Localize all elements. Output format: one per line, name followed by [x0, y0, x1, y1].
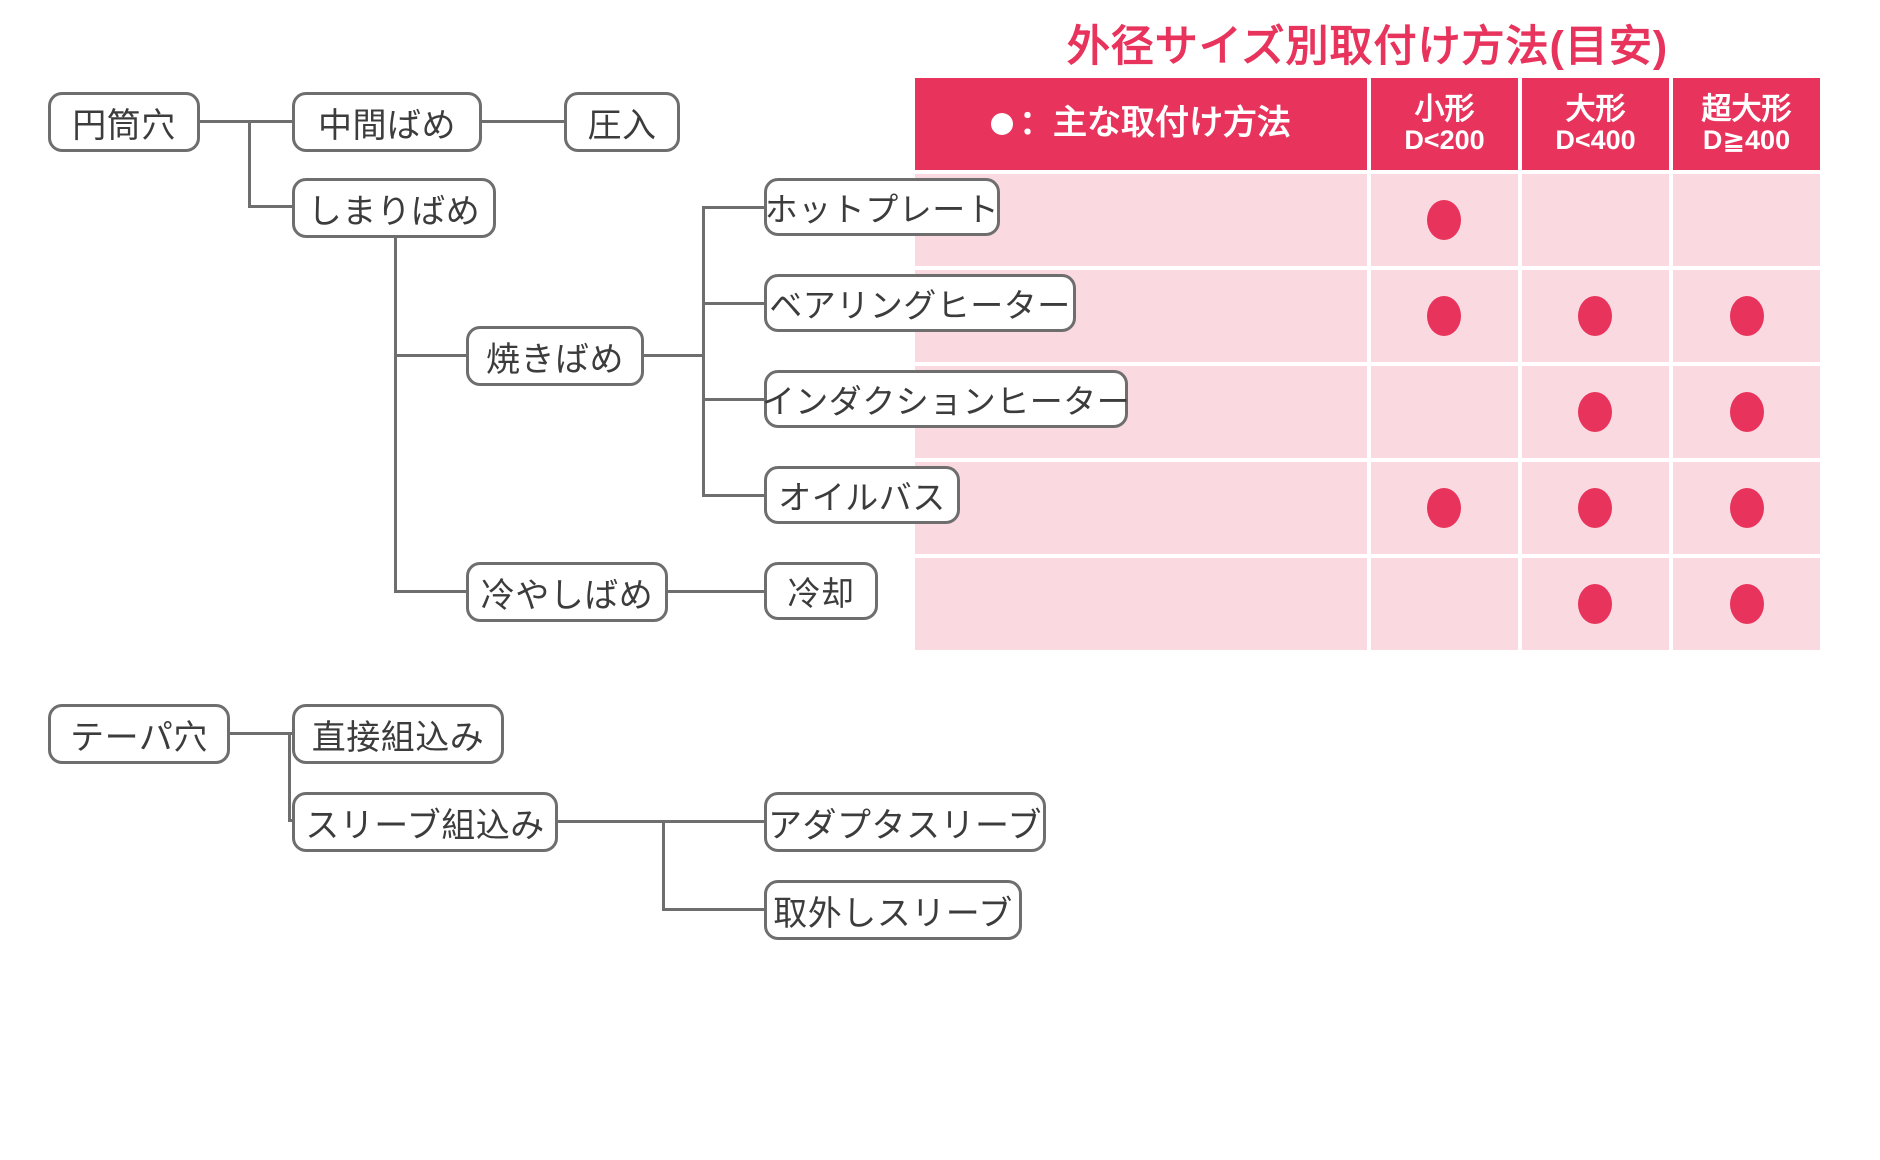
table-cell-mark: [1370, 558, 1518, 650]
line-bus-to-hotplate: [702, 206, 764, 209]
table-header-col-large: 大形 D<400: [1521, 78, 1669, 170]
table-cell-mark: [1370, 174, 1518, 266]
filled-circle-icon: [1578, 296, 1613, 336]
col-small-name: 小形: [1414, 93, 1475, 127]
line-bus-to-adapter-sleeve: [662, 820, 766, 823]
table-cell-method: [915, 462, 1367, 554]
filled-circle-icon: [1427, 200, 1462, 240]
table-title: 外径サイズ別取付け方法(目安): [1066, 23, 1669, 71]
col-xlarge-range: D≧400: [1702, 124, 1791, 155]
node-adapter-sleeve[interactable]: アダプタスリーブ: [764, 792, 1046, 852]
filled-circle-icon: [1578, 584, 1613, 624]
table-row: [915, 558, 1821, 650]
filled-circle-icon: [1578, 392, 1613, 432]
node-withdrawal-sleeve[interactable]: 取外しスリーブ: [764, 880, 1022, 940]
table-cell-mark: [1370, 366, 1518, 458]
node-method-hot-plate[interactable]: ホットプレート: [764, 178, 1000, 236]
table-cell-mark: [1370, 270, 1518, 362]
line-bus-to-oil-bath: [702, 494, 764, 497]
col-large-name: 大形: [1565, 93, 1626, 127]
mounting-method-table: ：主な取付け方法 小形 D<200 大形 D<400 超大形 D≧400: [915, 78, 1821, 650]
table-cell-mark: [1673, 270, 1821, 362]
line-cold-fit-to-cooling: [668, 590, 766, 593]
filled-circle-icon: [1729, 296, 1764, 336]
table-cell-mark: [1521, 366, 1669, 458]
node-transition-fit[interactable]: 中間ばめ: [292, 92, 482, 152]
table-row: [915, 270, 1821, 362]
node-method-cooling[interactable]: 冷却: [764, 562, 878, 620]
table-cell-mark: [1521, 558, 1669, 650]
table-cell-mark: [1673, 366, 1821, 458]
table-header-col-extra-large: 超大形 D≧400: [1673, 78, 1821, 170]
line-bus-to-induction-heater: [702, 398, 764, 401]
line-sleeve-to-bus: [558, 820, 664, 823]
col-small-range: D<200: [1404, 124, 1485, 155]
node-sleeve-mount[interactable]: スリーブ組込み: [292, 792, 558, 852]
table-cell-method: [915, 558, 1367, 650]
line-bus-to-bearing-heater: [702, 302, 764, 305]
filled-circle-icon: [1427, 296, 1462, 336]
filled-circle-icon: [1578, 488, 1613, 528]
line-sleeve-children-bus: [662, 820, 665, 910]
filled-circle-icon: [1729, 392, 1764, 432]
col-xlarge-name: 超大形: [1701, 93, 1792, 127]
node-shrink-fit[interactable]: 焼きばめ: [466, 326, 644, 386]
line-junction-to-clearance: [248, 120, 294, 123]
table-header-col-small: 小形 D<200: [1370, 78, 1518, 170]
node-cylindrical-bore[interactable]: 円筒穴: [48, 92, 200, 152]
filled-circle-icon: [1427, 488, 1462, 528]
node-tapered-bore[interactable]: テーパ穴: [48, 704, 230, 764]
line-shrink-to-bus: [644, 354, 704, 357]
node-press-fit[interactable]: 圧入: [564, 92, 680, 152]
line-taper-to-junction: [230, 732, 290, 735]
line-interference-vertical-bus: [394, 238, 397, 592]
filled-circle-icon: [1729, 584, 1764, 624]
line-bore-vertical-bus: [248, 120, 251, 208]
node-method-induction-heater[interactable]: インダクションヒーター: [762, 370, 1130, 428]
node-method-bearing-heater[interactable]: ベアリングヒーター: [764, 274, 1076, 332]
filled-circle-icon: [1729, 488, 1764, 528]
table-row: [915, 174, 1821, 266]
line-transition-to-press: [482, 120, 566, 123]
table-cell-mark: [1521, 462, 1669, 554]
table-cell-mark: [1673, 462, 1821, 554]
line-bus-to-cold-fit: [394, 590, 468, 593]
line-bus-to-withdrawal-sleeve: [662, 908, 766, 911]
node-cold-fit[interactable]: 冷やしばめ: [466, 562, 668, 622]
line-taper-vertical-bus: [288, 732, 291, 822]
node-interference-fit[interactable]: しまりばめ: [292, 178, 496, 238]
filled-circle-icon: [990, 113, 1013, 135]
table-cell-mark: [1370, 462, 1518, 554]
line-bore-to-junction: [200, 120, 250, 123]
line-junction-to-interference: [248, 205, 294, 208]
table-cell-mark: [1673, 174, 1821, 266]
legend-label: ：主な取付け方法: [1018, 104, 1291, 143]
node-direct-mount[interactable]: 直接組込み: [292, 704, 504, 764]
table-row: [915, 462, 1821, 554]
table-header-row: ：主な取付け方法 小形 D<200 大形 D<400 超大形 D≧400: [915, 78, 1821, 170]
node-method-oil-bath[interactable]: オイルバス: [764, 466, 960, 524]
col-large-range: D<400: [1555, 124, 1636, 155]
table-cell-mark: [1521, 174, 1669, 266]
table-body: [915, 174, 1821, 650]
table-cell-mark: [1521, 270, 1669, 362]
table-cell-mark: [1673, 558, 1821, 650]
line-bus-to-shrink-fit: [394, 354, 468, 357]
table-header-legend: ：主な取付け方法: [915, 78, 1367, 170]
line-shrink-children-bus: [702, 206, 705, 496]
